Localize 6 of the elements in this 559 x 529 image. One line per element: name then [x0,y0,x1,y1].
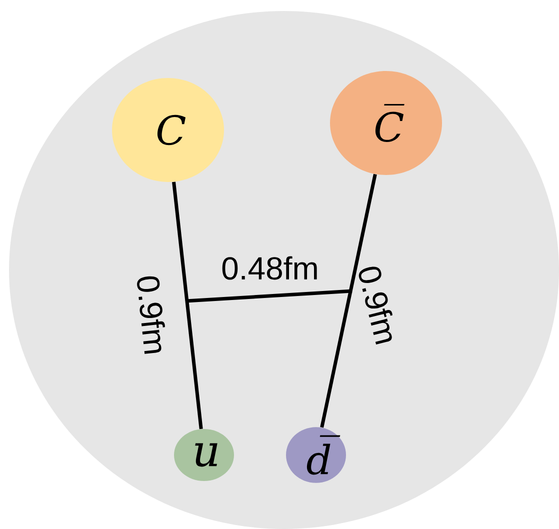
dimension-label: 0.48fm [222,256,317,280]
edge-label: 0.9fm [358,266,392,345]
line [320,174,377,428]
edge-label: 0.9fm [137,276,165,354]
background-circle [9,11,559,529]
line [172,182,203,430]
